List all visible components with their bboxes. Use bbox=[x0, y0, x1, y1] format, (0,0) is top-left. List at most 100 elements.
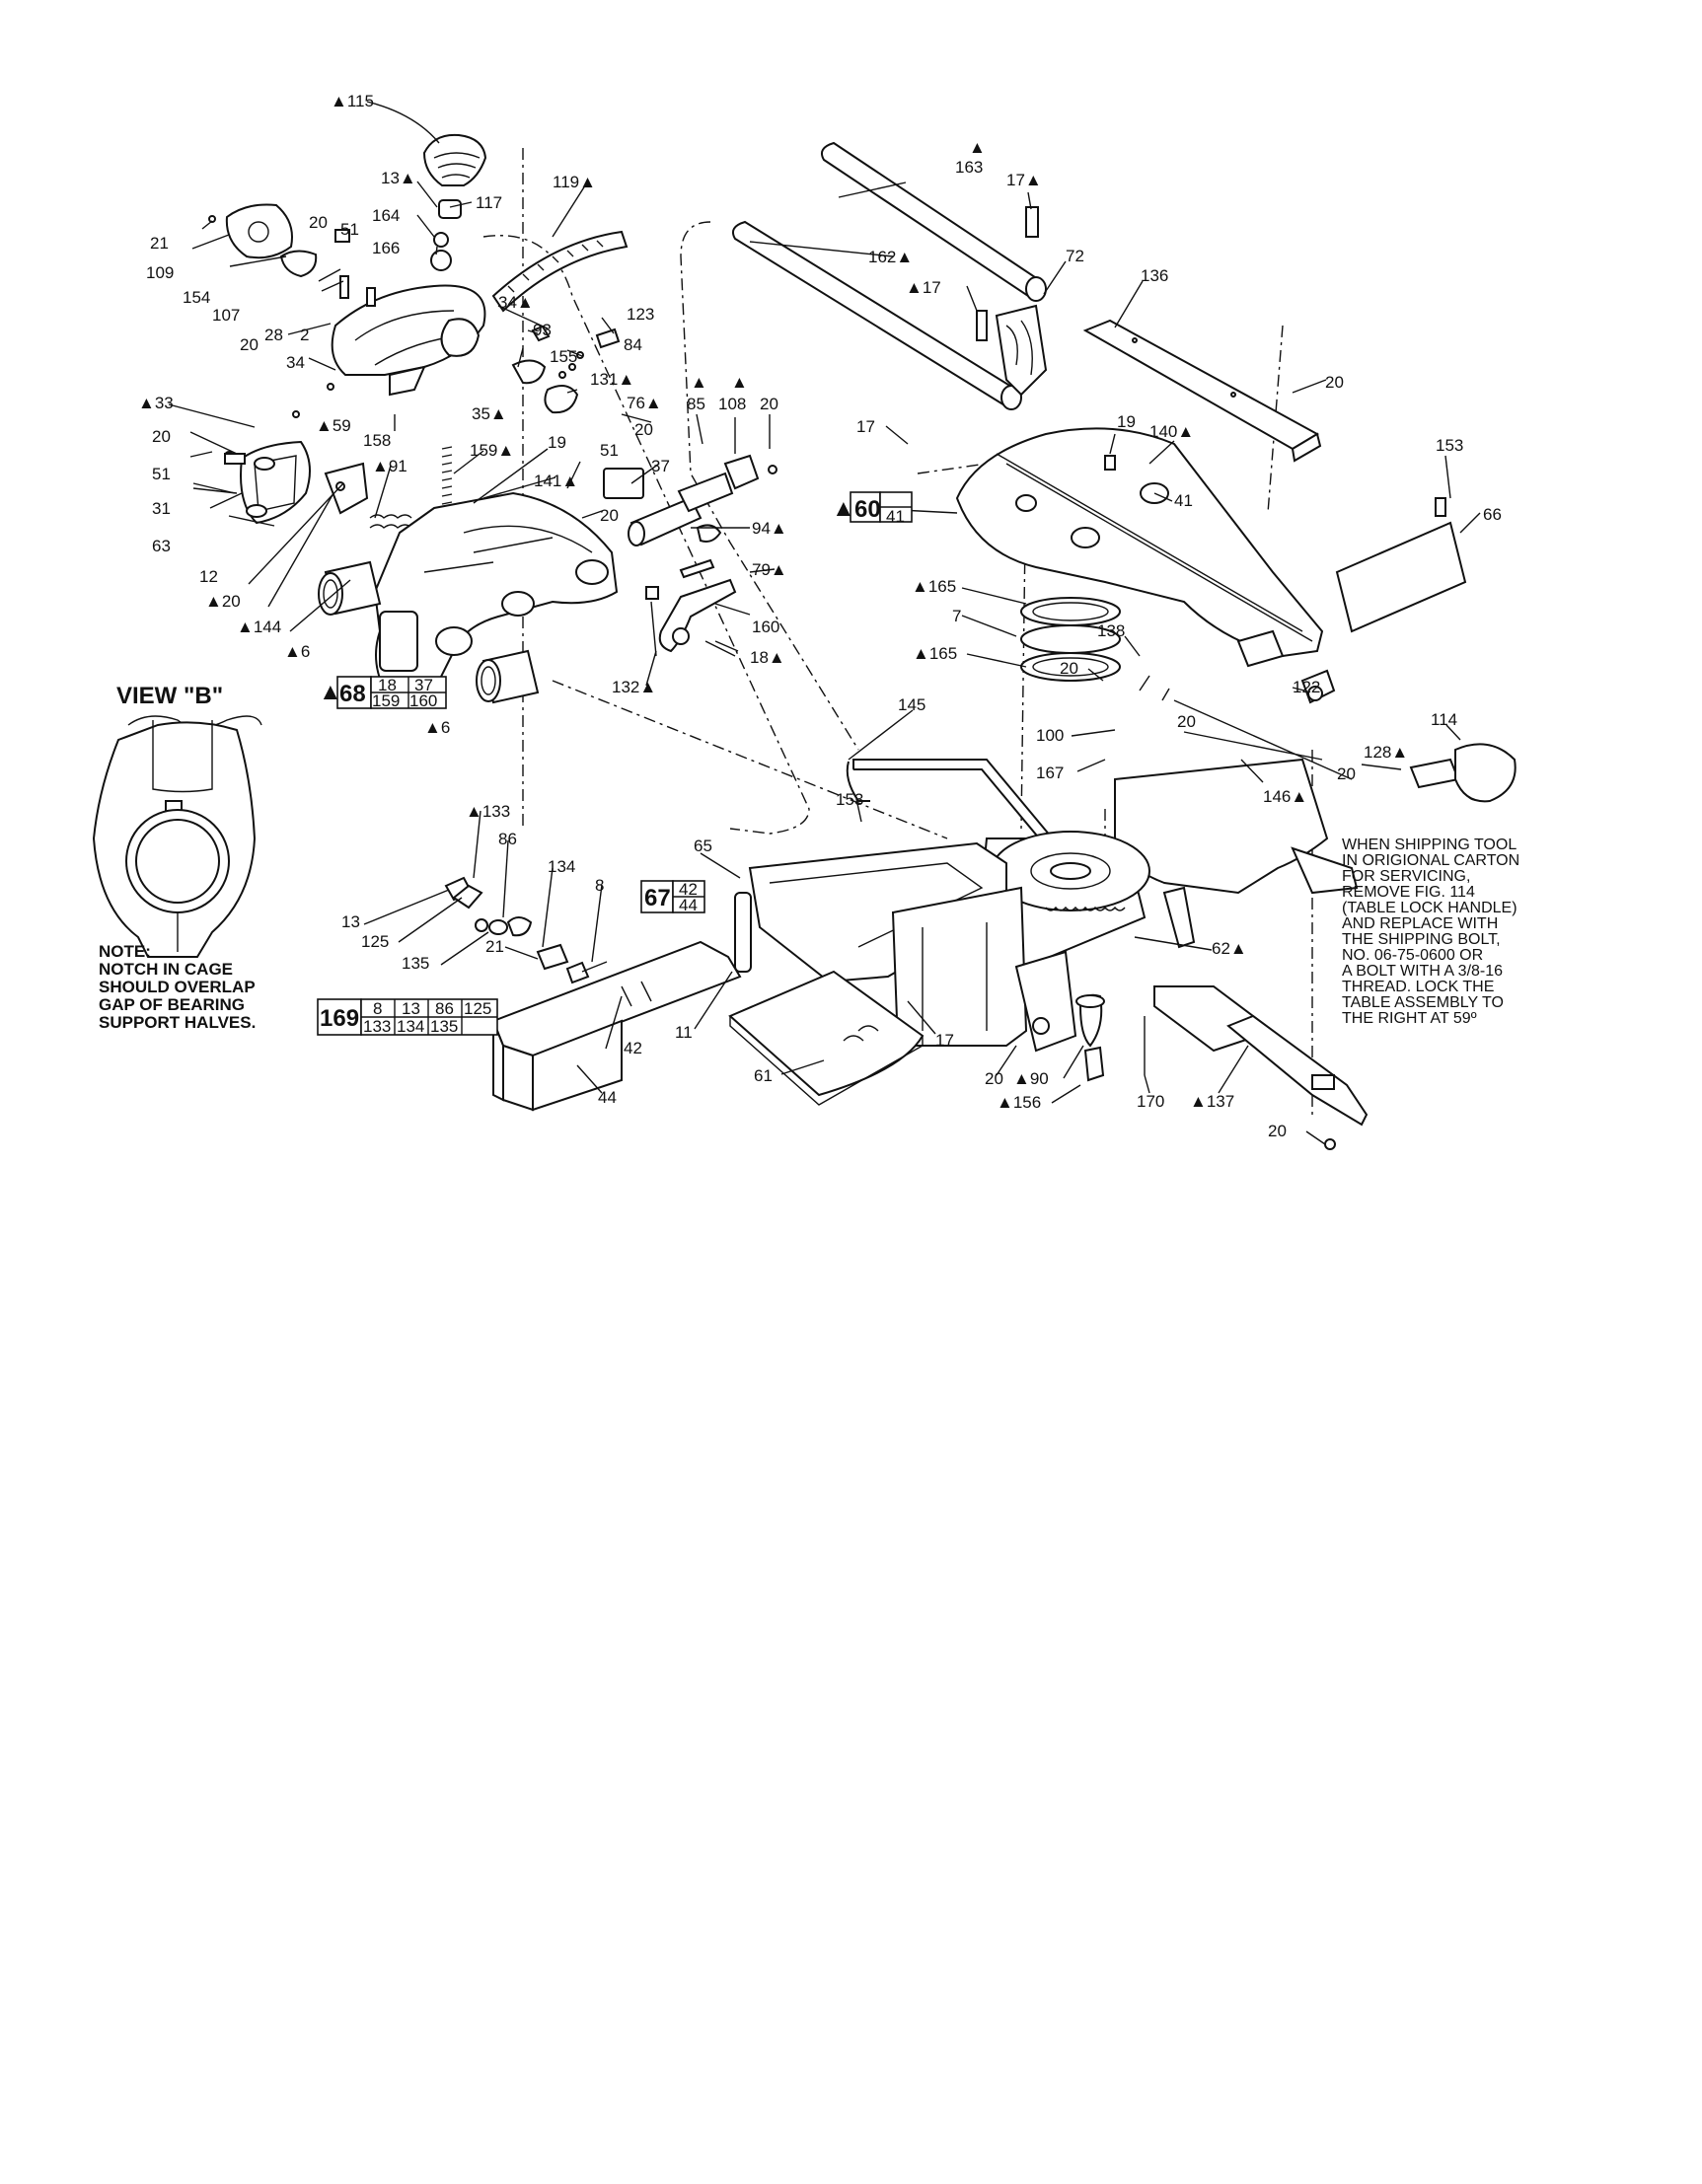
callout-label: ▲17 bbox=[906, 278, 941, 297]
callout-label: 125 bbox=[361, 932, 389, 951]
callout-label: 170 bbox=[1137, 1092, 1164, 1111]
callout-label: 37 bbox=[651, 457, 670, 475]
callout-label: 146▲ bbox=[1263, 787, 1307, 806]
detent-plate-137 bbox=[1144, 985, 1369, 1150]
kit-68-part: 18 bbox=[378, 676, 397, 694]
callout-label: 20 bbox=[309, 213, 328, 232]
callout-label: ▲156 bbox=[997, 1093, 1041, 1112]
note-line: GAP OF BEARING bbox=[99, 995, 245, 1014]
scale-strip-119 bbox=[491, 230, 629, 313]
callout-label: 20 bbox=[1325, 373, 1344, 392]
callout-label: 12 bbox=[199, 567, 218, 586]
kit-68-part: 37 bbox=[414, 676, 433, 694]
callout-label: 155 bbox=[550, 347, 577, 366]
kit-169-number: 169 bbox=[320, 1005, 359, 1032]
note-line: SUPPORT HALVES. bbox=[99, 1013, 256, 1032]
callout-label: ▲144 bbox=[237, 618, 281, 636]
shipping-note-line: A BOLT WITH A 3/8-16 bbox=[1342, 963, 1503, 980]
callout-label: 20 bbox=[240, 335, 259, 354]
handle-grip-63 bbox=[192, 440, 311, 525]
callout-label: 140▲ bbox=[1149, 422, 1194, 441]
callout-label: 160 bbox=[752, 618, 779, 636]
callout-label: 20 bbox=[1060, 659, 1078, 678]
callout-label: 141▲ bbox=[534, 472, 578, 490]
note-line: SHOULD OVERLAP bbox=[99, 978, 256, 996]
callout-label: 13 bbox=[341, 912, 360, 931]
callout-label: 17 bbox=[935, 1031, 954, 1050]
callout-label: 21 bbox=[485, 937, 504, 956]
callout-label: 20 bbox=[760, 395, 778, 413]
callout-label: 154 bbox=[183, 288, 210, 307]
kit-169-part: 134 bbox=[397, 1017, 424, 1036]
callout-label: 159▲ bbox=[470, 441, 514, 460]
callout-label: 19 bbox=[1117, 412, 1136, 431]
callout-label: 166 bbox=[372, 239, 400, 257]
arm-bracket-60 bbox=[955, 427, 1353, 780]
callout-label: 62▲ bbox=[1212, 939, 1247, 958]
callout-label: 34▲ bbox=[498, 293, 534, 312]
callout-label: 20 bbox=[1177, 712, 1196, 731]
callout-label: ▲59 bbox=[316, 416, 351, 435]
callout-label: 31 bbox=[152, 499, 171, 518]
kit-60-marker: ▲ bbox=[832, 495, 855, 522]
callout-label: 65 bbox=[694, 837, 712, 855]
shipping-note-line: WHEN SHIPPING TOOL bbox=[1342, 837, 1517, 853]
callout-label: 44 bbox=[598, 1088, 617, 1107]
callout-label: 76▲ bbox=[627, 394, 662, 412]
callout-label: 63 bbox=[152, 537, 171, 555]
callout-label: ▲6 bbox=[424, 718, 450, 737]
note-line: NOTE: bbox=[99, 942, 151, 961]
callout-label: 153 bbox=[1436, 436, 1463, 455]
fence-right-66 bbox=[1335, 497, 1467, 633]
base-frame-65 bbox=[734, 841, 1077, 1053]
shaft-and-pins bbox=[603, 454, 777, 657]
shipping-note-line: THREAD. LOCK THE bbox=[1342, 979, 1494, 995]
callout-label: 34 bbox=[286, 353, 305, 372]
shipping-note-line: IN ORIGIONAL CARTON bbox=[1342, 852, 1519, 869]
view-b-detail bbox=[92, 715, 262, 958]
callout-label: 72 bbox=[1066, 247, 1084, 265]
callout-label: 51 bbox=[152, 465, 171, 483]
callout-label: 135 bbox=[402, 954, 429, 973]
callout-label: ▲133 bbox=[466, 802, 510, 821]
callout-label: 21 bbox=[150, 234, 169, 253]
kit-68-part: 160 bbox=[409, 692, 437, 710]
callout-label: 20 bbox=[634, 420, 653, 439]
callout-label: 2 bbox=[300, 326, 309, 344]
callout-label: 19 bbox=[548, 433, 566, 452]
fence-extension-44 bbox=[491, 940, 742, 1112]
callout-label: ▲165 bbox=[913, 644, 957, 663]
kit-67-part: 42 bbox=[679, 880, 698, 899]
callout-label: ▲91 bbox=[372, 457, 407, 475]
callout-label: ▲ bbox=[731, 373, 748, 392]
callout-label: 20 bbox=[1337, 764, 1356, 783]
kit-box-169: 169 8 13 86 125 133 134 135 bbox=[317, 998, 498, 1036]
latch-90-156 bbox=[1075, 993, 1105, 1082]
kit-60-part: 41 bbox=[886, 507, 905, 526]
callout-label: ▲165 bbox=[912, 577, 956, 596]
blade-guard-upper bbox=[331, 284, 486, 397]
callout-label: 134 bbox=[548, 857, 575, 876]
callout-label: 100 bbox=[1036, 726, 1064, 745]
kit-169-part: 13 bbox=[402, 999, 420, 1018]
kit-68-number: 68 bbox=[339, 681, 366, 707]
shipping-note-line: TABLE ASSEMBLY TO bbox=[1342, 994, 1504, 1011]
pivot-rings-165 bbox=[1020, 597, 1121, 682]
callout-label: ▲ bbox=[691, 373, 707, 392]
kit-box-60: ▲ 60 41 bbox=[832, 491, 913, 526]
kit-169-part: 125 bbox=[464, 999, 491, 1018]
callout-label: 128▲ bbox=[1364, 743, 1408, 762]
callout-label: 20 bbox=[600, 506, 619, 525]
kit-67-part: 44 bbox=[679, 896, 698, 914]
shipping-note-line: NO. 06-75-0600 OR bbox=[1342, 947, 1483, 964]
shipping-note: WHEN SHIPPING TOOL IN ORIGIONAL CARTON F… bbox=[1342, 837, 1519, 1027]
callout-label: 86 bbox=[498, 830, 517, 848]
callout-label: ▲90 bbox=[1013, 1069, 1049, 1088]
kit-169-part: 8 bbox=[373, 999, 382, 1018]
callout-label: 122 bbox=[1293, 678, 1320, 696]
callout-label: 20 bbox=[1268, 1122, 1287, 1140]
kit-68-marker: ▲ bbox=[319, 679, 342, 705]
callout-label: ▲115 bbox=[331, 92, 374, 110]
callout-label: 132▲ bbox=[612, 678, 656, 696]
